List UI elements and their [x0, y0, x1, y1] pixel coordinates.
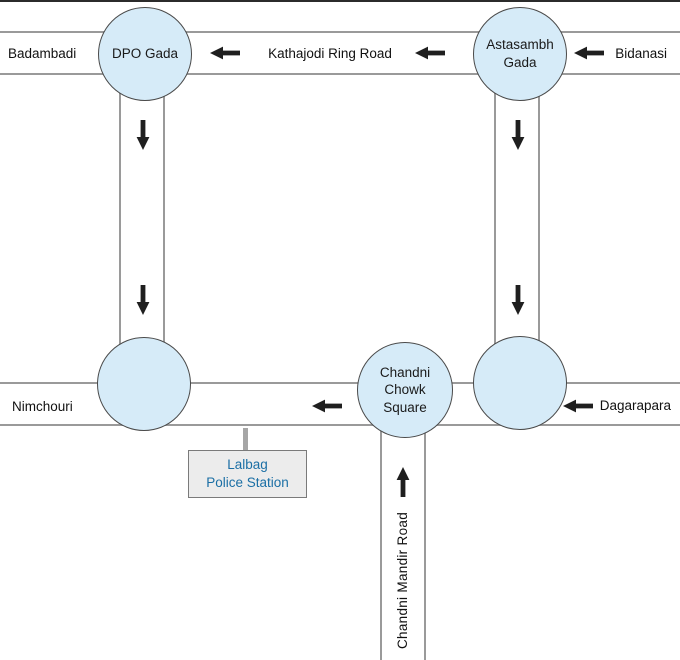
junction-nimchouri-circle — [97, 337, 191, 431]
down-arrow-icon — [511, 120, 525, 150]
label-bidanasi: Bidanasi — [615, 46, 667, 61]
junction-chandni-chowk-label: Chandni Chowk Square — [379, 364, 431, 415]
label-chandni-mandir-road: Chandni Mandir Road — [395, 512, 410, 650]
left-arrow-icon — [210, 46, 240, 60]
junction-astasambh-gada: Astasambh Gada — [473, 7, 567, 101]
down-arrow-icon — [511, 285, 525, 315]
left-arrow-icon — [415, 46, 445, 60]
label-kathajodi-ring-road: Kathajodi Ring Road — [268, 46, 392, 61]
diagram-top-border — [0, 0, 680, 2]
left-arrow-icon — [574, 46, 604, 60]
left-arrow-icon — [563, 399, 593, 413]
junction-dagarapara-circle — [473, 336, 567, 430]
police-station-name-line2: Police Station — [206, 475, 289, 490]
down-arrow-icon — [136, 285, 150, 315]
police-station-connector — [243, 428, 248, 452]
police-station-name-line1: Lalbag — [227, 457, 268, 473]
junction-chandni-chowk-square: Chandni Chowk Square — [357, 342, 453, 438]
label-badambadi: Badambadi — [8, 46, 77, 61]
left-arrow-icon — [312, 399, 342, 413]
label-nimchouri: Nimchouri — [12, 399, 73, 414]
down-arrow-icon — [136, 120, 150, 150]
up-arrow-icon — [396, 467, 410, 497]
label-dagarapara: Dagarapara — [599, 398, 671, 413]
junction-astasambh-gada-label: Astasambh Gada — [486, 37, 554, 70]
junction-dpo-gada-label: DPO Gada — [111, 46, 179, 62]
police-station-box: Lalbag Police Station — [188, 450, 307, 498]
road-chandni-mandir — [380, 400, 426, 660]
junction-dpo-gada: DPO Gada — [98, 7, 192, 101]
